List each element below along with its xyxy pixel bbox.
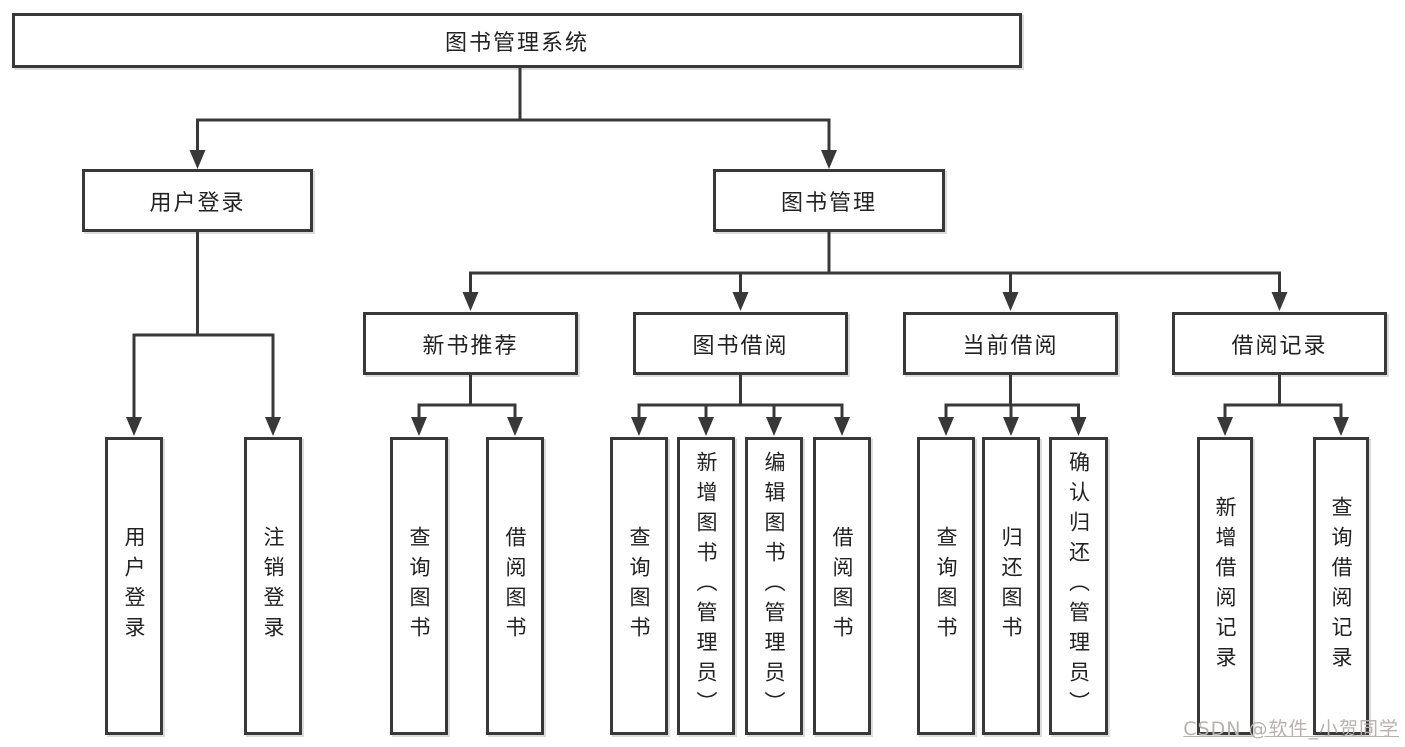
- leaf-edit-books-admin: 编辑图书（管理员）: [745, 437, 803, 735]
- leaf-query-borrow-record-label: 查询借阅记录: [1329, 496, 1354, 676]
- node-book-borrow-label: 图书借阅: [692, 333, 789, 359]
- leaf-user-login: 用户登录: [105, 437, 163, 735]
- node-library-system-label: 图书管理系统: [444, 30, 589, 56]
- node-user-login-label: 用户登录: [149, 190, 246, 216]
- node-book-management: 图书管理: [713, 169, 945, 232]
- node-library-system: 图书管理系统: [12, 13, 1022, 68]
- leaf-borrow-query-books-label: 查询图书: [627, 526, 652, 646]
- node-borrow-records-label: 借阅记录: [1231, 333, 1328, 359]
- leaf-logout-label: 注销登录: [261, 526, 286, 646]
- node-current-borrow-label: 当前借阅: [962, 333, 1059, 359]
- leaf-current-query-books-label: 查询图书: [934, 526, 959, 646]
- node-current-borrow: 当前借阅: [903, 312, 1118, 375]
- leaf-confirm-return-admin-label: 确认归还（管理员）: [1066, 451, 1091, 721]
- leaf-logout: 注销登录: [244, 437, 302, 735]
- node-user-login: 用户登录: [82, 169, 313, 232]
- node-new-book-recommend: 新书推荐: [363, 312, 578, 375]
- node-book-borrow: 图书借阅: [633, 312, 848, 375]
- leaf-add-borrow-record: 新增借阅记录: [1197, 437, 1253, 735]
- leaf-add-books-admin-label: 新增图书（管理员）: [694, 451, 719, 721]
- leaf-newbook-query-books-label: 查询图书: [407, 526, 432, 646]
- leaf-return-books-label: 归还图书: [999, 526, 1024, 646]
- leaf-return-books: 归还图书: [982, 437, 1040, 735]
- node-borrow-records: 借阅记录: [1172, 312, 1387, 375]
- leaf-newbook-query-books: 查询图书: [390, 437, 448, 735]
- leaf-current-query-books: 查询图书: [917, 437, 975, 735]
- leaf-confirm-return-admin: 确认归还（管理员）: [1049, 437, 1108, 735]
- leaf-newbook-borrow-books: 借阅图书: [486, 437, 544, 735]
- leaf-edit-books-admin-label: 编辑图书（管理员）: [762, 451, 787, 721]
- leaf-add-books-admin: 新增图书（管理员）: [677, 437, 735, 735]
- leaf-borrow-query-books: 查询图书: [610, 437, 668, 735]
- leaf-borrow-books-label: 借阅图书: [830, 526, 855, 646]
- node-book-management-label: 图书管理: [780, 190, 877, 216]
- leaf-query-borrow-record: 查询借阅记录: [1313, 437, 1369, 735]
- leaf-newbook-borrow-books-label: 借阅图书: [503, 526, 528, 646]
- leaf-borrow-books: 借阅图书: [813, 437, 871, 735]
- leaf-user-login-label: 用户登录: [122, 526, 147, 646]
- leaf-add-borrow-record-label: 新增借阅记录: [1213, 496, 1238, 676]
- csdn-watermark: CSDN @软件_小贺同学: [1183, 718, 1399, 740]
- node-new-book-recommend-label: 新书推荐: [422, 333, 519, 359]
